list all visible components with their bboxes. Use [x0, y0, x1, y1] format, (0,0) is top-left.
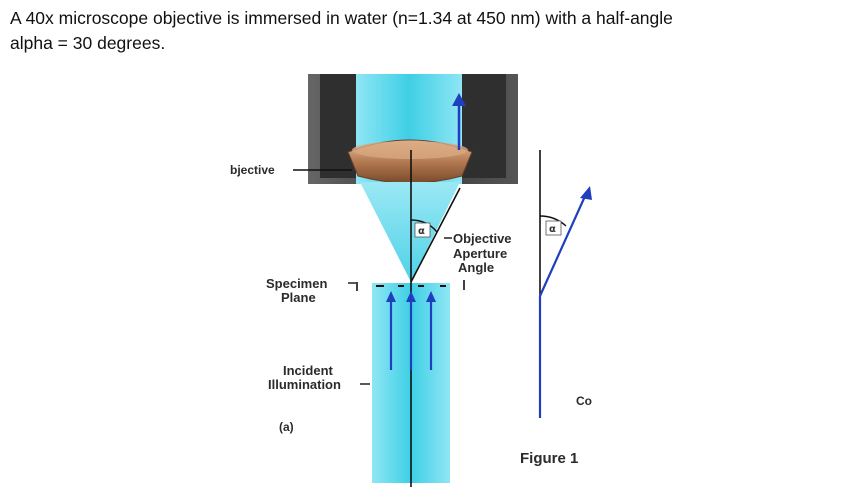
- alpha-box-left: [414, 222, 431, 238]
- question-line-1: A 40x microscope objective is immersed i…: [10, 8, 673, 28]
- incident-label-line-1: Incident: [283, 363, 334, 378]
- aperture-label-line-2: Aperture: [453, 246, 507, 261]
- alpha-box-right: [545, 220, 562, 236]
- objective-label: bjective: [230, 163, 275, 177]
- panel-a-label: (a): [279, 420, 294, 434]
- specimen-plane-label: Specimen Plane: [266, 276, 327, 305]
- aperture-ray: [410, 187, 461, 283]
- objective-lens: [347, 139, 473, 184]
- question-text: A 40x microscope objective is immersed i…: [10, 6, 840, 56]
- aperture-label-line-3: Angle: [458, 260, 494, 275]
- right-diagram: α: [538, 150, 592, 418]
- incident-label-line-2: Illumination: [268, 377, 341, 392]
- alpha-label-left: α: [418, 226, 425, 237]
- specimen-label-line-1: Specimen: [266, 276, 327, 291]
- alpha-label-right: α: [549, 224, 556, 235]
- specimen-label-line-2: Plane: [281, 290, 316, 305]
- incident-illumination-label: Incident Illumination: [268, 363, 341, 392]
- question-line-2: alpha = 30 degrees.: [10, 33, 166, 53]
- angle-arc-right: [539, 215, 567, 227]
- figure-caption: Figure 1: [520, 450, 578, 467]
- aperture-label-line-1: Objective: [453, 231, 512, 246]
- co-label: Co: [576, 394, 592, 408]
- incident-arrows: [386, 291, 436, 370]
- right-ray-diagonal: [538, 193, 588, 297]
- aperture-angle-label: Objective Aperture Angle: [453, 231, 512, 275]
- light-cone: [360, 182, 460, 282]
- right-ray-arrowhead: [580, 186, 592, 200]
- upward-ray-top: [452, 93, 466, 150]
